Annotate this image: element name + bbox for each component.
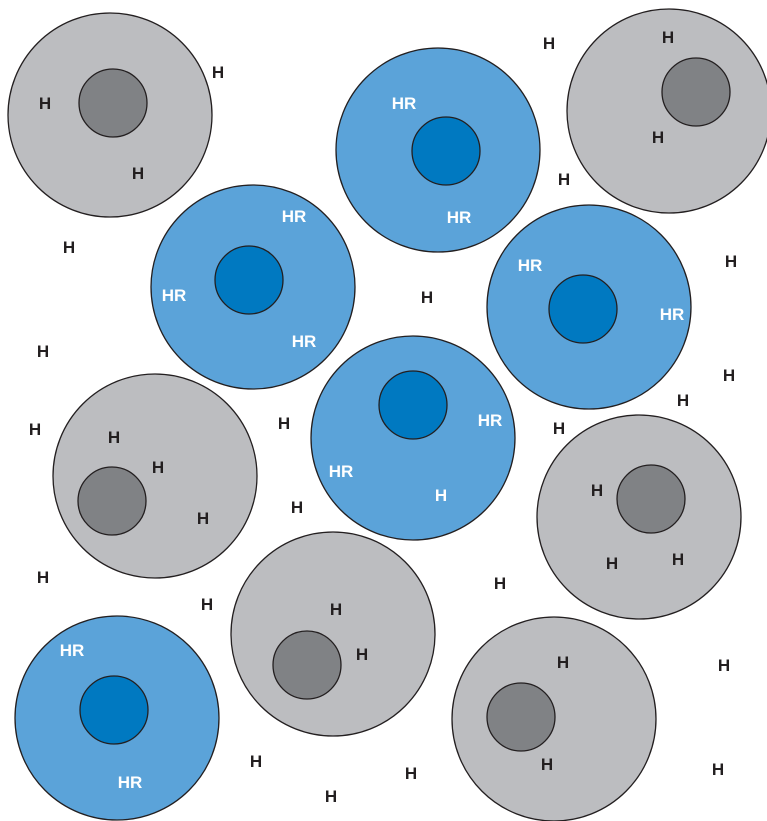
hormone-label: H (37, 568, 49, 587)
hormone-label: H (725, 252, 737, 271)
receptor-label: HR (660, 305, 685, 324)
receptor-label: HR (478, 411, 503, 430)
hormone-label: H (557, 653, 569, 672)
receptor-label: HR (162, 286, 187, 305)
receptor-label: HR (60, 641, 85, 660)
hormone-label: H (197, 509, 209, 528)
non-target-cell: H H H (536, 414, 742, 620)
hormone-label: H (29, 420, 41, 439)
non-target-cell: H H (7, 12, 213, 218)
hormone-label: H (356, 645, 368, 664)
hormone-label: H (541, 755, 553, 774)
non-target-cell: H H (451, 616, 657, 821)
non-target-cell: H H (230, 531, 436, 737)
hormone-label: H (39, 94, 51, 113)
hormone-label: H (662, 28, 674, 47)
receptor-label: HR (292, 332, 317, 351)
hormone-label: H (63, 238, 75, 257)
hormone-label: H (250, 752, 262, 771)
non-target-cell: H H (566, 8, 767, 214)
free-hormones: H H H H H H H H H H H H H H H H H H H H … (29, 34, 737, 806)
receptor-label: HR (392, 94, 417, 113)
hormone-label: H (652, 128, 664, 147)
target-cell: HR HR H (310, 335, 516, 541)
hormone-label: H (330, 600, 342, 619)
hormone-label: H (212, 63, 224, 82)
hormone-label: H (712, 760, 724, 779)
hormone-label: H (405, 764, 417, 783)
hormone-label: H (553, 419, 565, 438)
receptor-label: HR (118, 773, 143, 792)
hormone-label: H (152, 458, 164, 477)
hormone-label: H (723, 366, 735, 385)
target-cell: HR HR (335, 47, 541, 253)
hormone-label: H (108, 428, 120, 447)
hormone-label-inside: H (435, 486, 447, 505)
hormone-label: H (672, 550, 684, 569)
hormone-label: H (543, 34, 555, 53)
hormone-label: H (278, 414, 290, 433)
hormone-label: H (37, 342, 49, 361)
target-cell: HR HR (486, 204, 692, 410)
hormone-label: H (291, 498, 303, 517)
hormone-label: H (325, 787, 337, 806)
receptor-label: HR (282, 207, 307, 226)
receptor-label: HR (329, 462, 354, 481)
receptor-label: HR (447, 208, 472, 227)
hormone-label: H (421, 288, 433, 307)
hormone-label: H (591, 481, 603, 500)
target-cell: HR HR HR (150, 184, 356, 390)
hormone-label: H (558, 170, 570, 189)
hormone-label: H (606, 554, 618, 573)
hormone-label: H (201, 595, 213, 614)
hormone-label: H (132, 164, 144, 183)
receptor-label: HR (518, 256, 543, 275)
non-target-cell: H H H (52, 373, 258, 579)
target-cell: HR HR (14, 615, 220, 821)
hormone-label: H (494, 574, 506, 593)
hormone-label: H (718, 656, 730, 675)
hormone-label: H (677, 391, 689, 410)
